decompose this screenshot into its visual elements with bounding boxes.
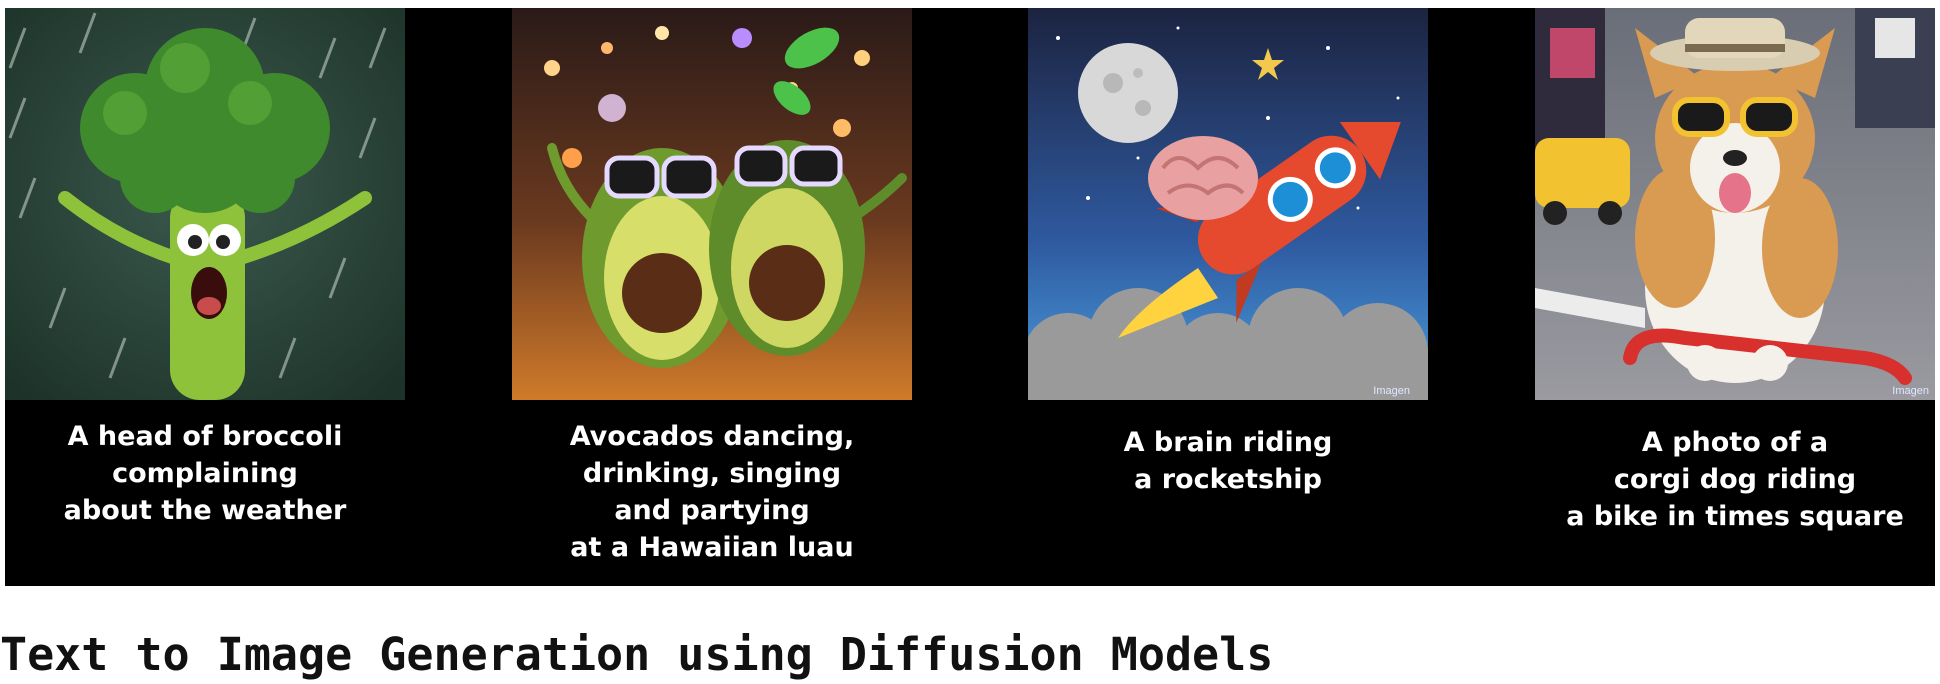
brain-rocket-image: Imagen (1028, 8, 1428, 400)
corgi-image: Imagen (1535, 8, 1935, 400)
corgi-caption: A photo of a corgi dog riding a bike in … (1566, 427, 1904, 532)
brain-rocket-illustration: Imagen (1028, 8, 1428, 400)
avocados-caption: Avocados dancing, drinking, singing and … (569, 421, 855, 563)
broccoli-caption: A head of broccoli complaining about the… (63, 421, 347, 526)
broccoli-image (5, 8, 405, 400)
brain-rocket-caption: A brain riding a rocketship (1123, 427, 1333, 495)
avocados-image (512, 8, 912, 400)
broccoli-in-rain-illustration (5, 8, 405, 400)
dancing-avocados-illustration (512, 8, 912, 400)
imagen-watermark-4: Imagen (1892, 385, 1929, 397)
imagen-watermark-3: Imagen (1373, 385, 1410, 397)
image-grid-panel: A head of broccoli complaining about the… (5, 8, 1935, 586)
page-headline: Text to Image Generation using Diffusion… (0, 628, 1274, 681)
corgi-bike-photo: Imagen (1535, 8, 1935, 400)
